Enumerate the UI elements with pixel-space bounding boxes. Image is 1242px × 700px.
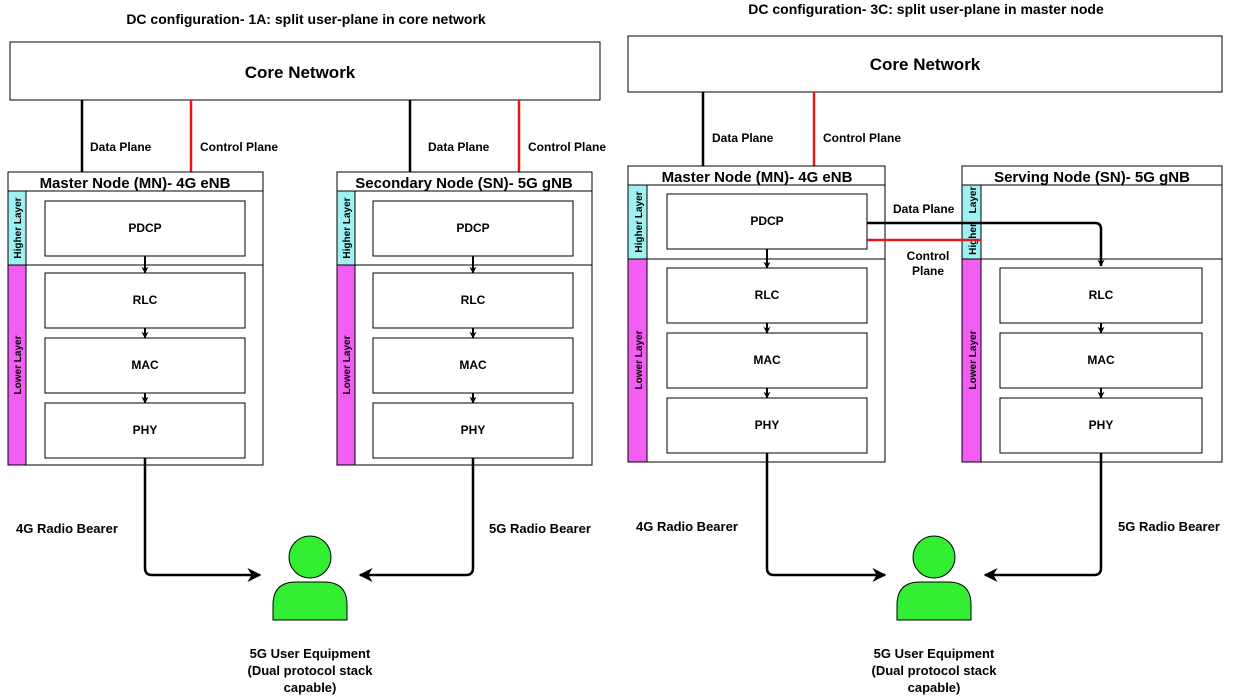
master-node-3c: Master Node (MN)- 4G eNB Higher Layer Lo… (627, 165, 886, 463)
mac-label: MAC (459, 358, 487, 372)
serving-node-title: Serving Node (SN)- 5G gNB (994, 169, 1190, 186)
core-network-label: Core Network (870, 55, 981, 74)
pdcp-block (666, 193, 868, 250)
x2-data-plane-line (867, 221, 1105, 267)
control-plane-label: Control Plane (823, 131, 901, 145)
lower-layer-label: Lower Layer (634, 330, 645, 389)
lower-layer-label: Lower Layer (342, 335, 353, 394)
data-plane-label-sn: Data Plane (428, 140, 490, 154)
rlc-block (372, 272, 574, 329)
control-plane-label-mn: Control Plane (200, 140, 278, 154)
mac-block (666, 332, 868, 389)
pdcp-block (44, 200, 246, 257)
lower-layer-strip (961, 258, 982, 463)
config-3c: DC configuration- 3C: split user-plane i… (627, 1, 1223, 695)
higher-layer-label: Higher Layer (342, 197, 353, 258)
rlc-label: RLC (133, 293, 158, 307)
phy-label: PHY (133, 423, 158, 437)
title-3c: DC configuration- 3C: split user-plane i… (748, 1, 1104, 17)
data-plane-label: Data Plane (712, 131, 774, 145)
radio-bearer-4g-line (143, 458, 262, 582)
lower-layer-label: Lower Layer (13, 335, 24, 394)
data-plane-label-mn: Data Plane (90, 140, 152, 154)
radio-bearer-4g-line (765, 453, 887, 582)
master-node-title: Master Node (MN)- 4G eNB (662, 169, 853, 186)
control-plane-label-sn: Control Plane (528, 140, 606, 154)
master-node-1a: Master Node (MN)- 4G eNB Higher Layer Lo… (7, 171, 264, 466)
serving-node-3c: Serving Node (SN)- 5G gNB Higher Layer L… (961, 165, 1223, 463)
radio-bearer-5g-label: 5G Radio Bearer (489, 521, 591, 536)
radio-bearer-5g-label: 5G Radio Bearer (1118, 519, 1220, 534)
core-network-box (9, 41, 601, 101)
master-node-title: Master Node (MN)- 4G eNB (40, 175, 231, 192)
core-network-box (627, 35, 1223, 93)
pdcp-label: PDCP (456, 221, 489, 235)
higher-layer-label: Higher Layer (13, 197, 24, 258)
rlc-block (666, 267, 868, 324)
mac-label: MAC (131, 358, 159, 372)
rlc-label: RLC (461, 293, 486, 307)
radio-bearer-4g-label: 4G Radio Bearer (636, 519, 738, 534)
mac-label: MAC (1087, 353, 1115, 367)
pdcp-label: PDCP (750, 214, 783, 228)
core-network-label: Core Network (245, 63, 356, 82)
mac-label: MAC (753, 353, 781, 367)
x2-control-plane-label-1: Control (907, 249, 950, 263)
secondary-node-title: Secondary Node (SN)- 5G gNB (355, 175, 573, 192)
higher-layer-label: Higher Layer (634, 191, 645, 252)
phy-label: PHY (461, 423, 486, 437)
radio-bearer-5g-line (983, 453, 1103, 582)
ue-label-line3: capable) (908, 680, 961, 695)
ue-label-line1: 5G User Equipment (874, 646, 995, 661)
lower-layer-strip (336, 264, 356, 466)
lower-layer-strip (627, 258, 648, 463)
x2-control-plane-label-2: Plane (912, 264, 944, 278)
ue-label-line1: 5G User Equipment (250, 646, 371, 661)
phy-label: PHY (1089, 418, 1114, 432)
phy-label: PHY (755, 418, 780, 432)
rlc-label: RLC (1089, 288, 1114, 302)
mac-block (372, 337, 574, 394)
radio-bearer-5g-line (358, 458, 475, 582)
title-1a: DC configuration- 1A: split user-plane i… (126, 11, 486, 27)
secondary-node-1a: Secondary Node (SN)- 5G gNB Higher Layer… (336, 171, 593, 466)
x2-data-plane-label: Data Plane (893, 202, 955, 216)
user-equipment-icon (896, 535, 972, 621)
ue-label-line2: (Dual protocol stack (872, 663, 998, 678)
config-1a: DC configuration- 1A: split user-plane i… (7, 11, 606, 695)
user-equipment-icon (272, 535, 348, 621)
rlc-label: RLC (755, 288, 780, 302)
ue-label-line3: capable) (284, 680, 337, 695)
layer-label: Layer (968, 187, 979, 214)
lower-layer-label: Lower Layer (968, 330, 979, 389)
pdcp-label: PDCP (128, 221, 161, 235)
lower-layer-strip (7, 264, 27, 466)
rlc-block (999, 267, 1203, 324)
ue-label-line2: (Dual protocol stack (248, 663, 374, 678)
radio-bearer-4g-label: 4G Radio Bearer (16, 521, 118, 536)
pdcp-block (372, 200, 574, 257)
